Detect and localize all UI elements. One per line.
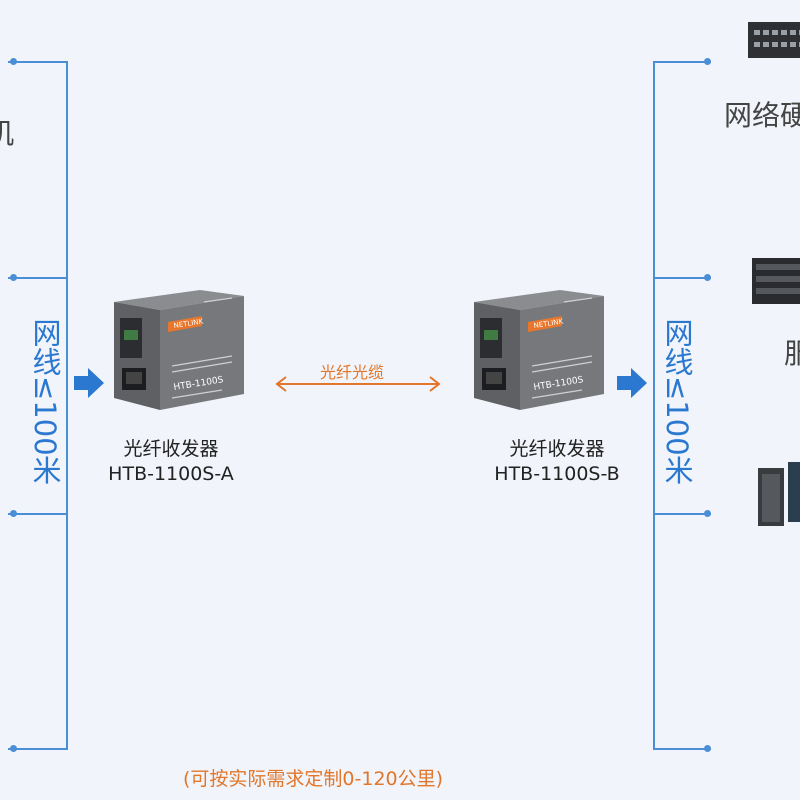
transceiver-b-model: HTB-1100S-B (494, 463, 620, 485)
right-tick-dot-1 (704, 58, 711, 65)
right-tick-2 (653, 277, 711, 279)
left-partial-label: 机 (0, 117, 15, 150)
transceiver-a-model: HTB-1100S-A (108, 463, 234, 485)
right-tick-dot-3 (704, 510, 711, 517)
left-cable-label: 网线≤100米 (28, 318, 62, 485)
transceiver-a-name: 光纤收发器 (123, 438, 219, 460)
network-hardware-icon (748, 22, 800, 58)
fiber-label: 光纤光缆 (320, 363, 385, 382)
right-partial-label-1: 网络硬 (724, 99, 800, 132)
left-tick-dot-2 (10, 274, 17, 281)
transceiver-b-label: 光纤收发器 HTB-1100S-B (482, 437, 632, 487)
transceiver-a-image: NETLINK HTB-1100S (114, 290, 244, 410)
left-tick-2 (8, 277, 68, 279)
left-arrow-icon (74, 368, 104, 398)
left-tick-dot-3 (10, 510, 17, 517)
right-tick-dot-4 (704, 745, 711, 752)
transceiver-b-name: 光纤收发器 (509, 438, 605, 460)
server-icon (752, 258, 800, 304)
right-bracket-line (653, 62, 655, 750)
left-tick-1 (8, 61, 68, 63)
left-tick-3 (8, 513, 68, 515)
right-tick-3 (653, 513, 711, 515)
right-tick-4 (653, 748, 711, 750)
right-tick-1 (653, 61, 711, 63)
transceiver-a-label: 光纤收发器 HTB-1100S-A (96, 437, 246, 487)
left-tick-4 (8, 748, 68, 750)
left-tick-dot-1 (10, 58, 17, 65)
computer-icon (758, 462, 800, 526)
right-partial-label-2: 服 (784, 337, 800, 370)
right-tick-dot-2 (704, 274, 711, 281)
left-bracket-line (66, 62, 68, 750)
right-arrow-icon (617, 368, 647, 398)
fiber-double-arrow (275, 376, 441, 392)
left-tick-dot-4 (10, 745, 17, 752)
right-cable-label: 网线≤100米 (660, 318, 694, 485)
transceiver-b-image: NETLINK HTB-1100S (474, 290, 604, 410)
footnote: (可按实际需求定制0-120公里) (183, 768, 444, 790)
